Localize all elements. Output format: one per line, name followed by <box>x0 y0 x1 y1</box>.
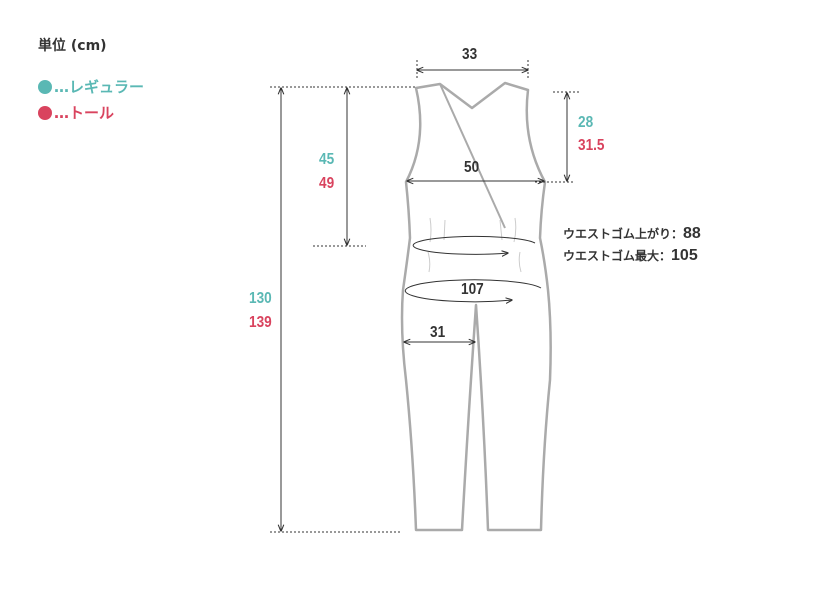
thigh-width: 31 <box>430 324 446 341</box>
dimension-lines <box>270 60 580 533</box>
legend-regular: …レギュラー <box>38 76 144 97</box>
bodice-length-tall: 49 <box>319 175 335 192</box>
total-length-tall: 139 <box>249 314 272 331</box>
jumpsuit-outline <box>400 81 552 532</box>
bodice-length-regular: 45 <box>319 151 335 168</box>
legend-tall-label: …トール <box>54 104 115 122</box>
waist-ellipse <box>412 235 536 254</box>
total-length-regular: 130 <box>249 290 272 307</box>
armhole-tall: 31.5 <box>578 137 605 154</box>
teal-dot-icon <box>38 79 52 94</box>
unit-label: 単位 (cm) <box>38 38 107 54</box>
waist-note-max: ウエストゴム最大：105 <box>563 247 698 264</box>
waist-note-relaxed: ウエストゴム上がり：88 <box>563 225 701 242</box>
shoulder-width: 33 <box>462 46 478 63</box>
armhole-regular: 28 <box>578 114 594 131</box>
legend-tall: …トール <box>38 102 114 123</box>
chest-width: 50 <box>464 159 480 176</box>
hip-ellipse <box>404 279 542 302</box>
legend-regular-label: …レギュラー <box>54 78 145 96</box>
hip-width: 107 <box>461 281 484 298</box>
red-dot-icon <box>38 105 52 120</box>
